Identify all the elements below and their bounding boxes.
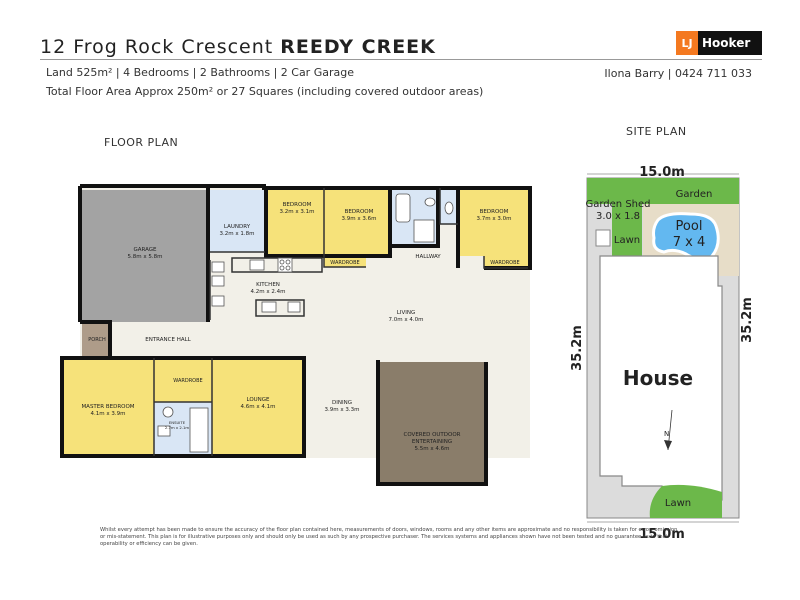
pool-label: Pool (676, 219, 703, 234)
entrance-label: ENTRANCE HALL (145, 337, 191, 343)
shed-size-label: 3.0 x 1.8 (596, 211, 640, 222)
north-arrow-icon: N (664, 409, 673, 451)
agent-contact: Ilona Barry | 0424 711 033 (604, 67, 752, 80)
logo-mark: LJ (676, 31, 698, 55)
property-title: 12 Frog Rock Crescent REEDY CREEK (40, 36, 436, 58)
property-suburb: REEDY CREEK (280, 36, 436, 58)
agency-logo: LJ Hooker (676, 31, 762, 55)
wardrobe-bed3-label: WARDROBE (330, 260, 359, 266)
site-plan-title: SITE PLAN (626, 125, 687, 138)
ensuite-size: 2.7m x 2.1m (165, 425, 189, 430)
disclaimer-text: Whilst every attempt has been made to en… (100, 527, 678, 548)
garage-size: 5.8m x 5.8m (128, 254, 163, 260)
bedroom-4-size: 3.7m x 3.0m (477, 216, 512, 222)
kitchen-fixtures (211, 257, 301, 313)
lounge-size: 4.6m x 4.1m (241, 404, 276, 410)
garden-area (587, 178, 739, 204)
garage-label: GARAGE (133, 247, 157, 253)
floor-plan-title: FLOOR PLAN (104, 136, 179, 149)
property-summary: Land 525m² | 4 Bedrooms | 2 Bathrooms | … (46, 66, 354, 79)
living-label: LIVING (397, 310, 415, 316)
site-plan-labels: 15.0m 15.0m 35.2m 35.2m Garden Garden Sh… (570, 165, 755, 542)
lawn-bottom-label: Lawn (665, 498, 691, 509)
outdoor-size: 5.5m x 4.6m (415, 446, 450, 452)
wardrobe-bed4-label: WARDROBE (490, 260, 519, 266)
lawn-bottom (649, 484, 722, 518)
logo-text: Hooker (702, 36, 751, 50)
wardrobe-bed3 (324, 256, 366, 267)
garden-shed-label: Garden Shed (585, 199, 650, 210)
laundry-size: 3.2m x 1.8m (220, 231, 255, 237)
bedroom-3-size: 3.9m x 3.6m (342, 216, 377, 222)
bedroom-2-size: 3.2m x 3.1m (280, 209, 315, 215)
north-label: N (664, 430, 669, 438)
kitchen-size: 4.2m x 2.4m (251, 289, 286, 295)
wardrobe-master (154, 360, 212, 402)
dining-size: 3.9m x 3.3m (325, 407, 360, 413)
lawn-area (612, 204, 642, 258)
kitchen-label: KITCHEN (256, 282, 280, 288)
wardrobe-master-label: WARDROBE (173, 378, 202, 384)
site-depth-left: 35.2m (570, 325, 585, 371)
hallway-label: HALLWAY (415, 254, 441, 260)
lounge-room (212, 360, 304, 456)
house-label: House (623, 366, 693, 390)
garden-label: Garden (676, 189, 713, 200)
outdoor-label: COVERED OUTDOOR (403, 432, 460, 438)
garage-room (82, 190, 208, 322)
floor-plan-inner-walls (153, 188, 528, 456)
garden-shed (595, 229, 611, 247)
porch-label: PORCH (88, 337, 106, 343)
bedroom-3 (324, 188, 390, 256)
outdoor-area (380, 362, 484, 482)
ensuite-label: ENSUITE (169, 420, 186, 425)
site-width-bottom: 15.0m (639, 527, 685, 542)
site-plan-shapes (586, 173, 740, 523)
lawn-label: Lawn (614, 235, 640, 246)
bedroom-4 (460, 188, 530, 256)
dining-label: DINING (332, 400, 352, 406)
header-divider (40, 59, 762, 60)
outdoor-label-2: ENTERTAINING (412, 439, 452, 445)
master-size: 4.1m x 3.9m (91, 411, 126, 417)
pool-size-label: 7 x 4 (673, 235, 706, 250)
master-bedroom (64, 360, 154, 456)
floor-plan-labels: GARAGE 5.8m x 5.8m LAUNDRY 3.2m x 1.8m B… (81, 202, 519, 452)
floor-area: Total Floor Area Approx 250m² or 27 Squa… (46, 85, 484, 98)
site-depth-right: 35.2m (740, 297, 755, 343)
bathroom-fixtures (157, 193, 454, 453)
lounge-label: LOUNGE (246, 397, 270, 403)
master-label: MASTER BEDROOM (81, 404, 134, 410)
bedroom-2 (266, 188, 324, 256)
bedroom-3-label: BEDROOM (345, 209, 374, 215)
porch-area (82, 322, 110, 356)
site-width-top: 15.0m (639, 165, 685, 180)
laundry-label: LAUNDRY (224, 224, 251, 230)
bedroom-4-label: BEDROOM (480, 209, 509, 215)
laundry-room (210, 190, 265, 252)
property-address: 12 Frog Rock Crescent (40, 36, 274, 58)
bedroom-2-label: BEDROOM (283, 202, 312, 208)
wardrobe-bed4 (484, 256, 528, 267)
living-size: 7.0m x 4.0m (389, 317, 424, 323)
